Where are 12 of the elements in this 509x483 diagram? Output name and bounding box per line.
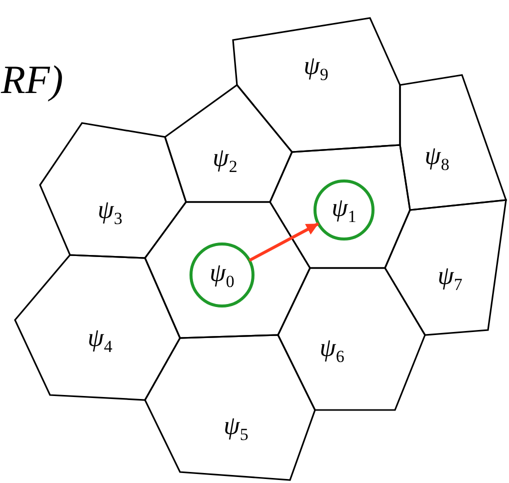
cell-label: ψ$_{6}$ — [320, 334, 344, 366]
cell-label: ψ$_{1}$ — [332, 194, 356, 226]
cell-label: ψ$_{3}$ — [98, 196, 122, 228]
cell-label: ψ$_{5}$ — [224, 412, 248, 444]
cell-label: ψ$_{9}$ — [304, 52, 328, 84]
heading-text: RF) — [1, 60, 64, 100]
cell-label: ψ$_{0}$ — [210, 260, 234, 290]
cell-label: ψ$_{2}$ — [212, 144, 238, 176]
cell-label: ψ$_{7}$ — [438, 262, 462, 294]
cell-label: ψ$_{4}$ — [88, 324, 112, 356]
cell-label: ψ$_{8}$ — [424, 142, 450, 174]
arrow — [248, 222, 320, 262]
